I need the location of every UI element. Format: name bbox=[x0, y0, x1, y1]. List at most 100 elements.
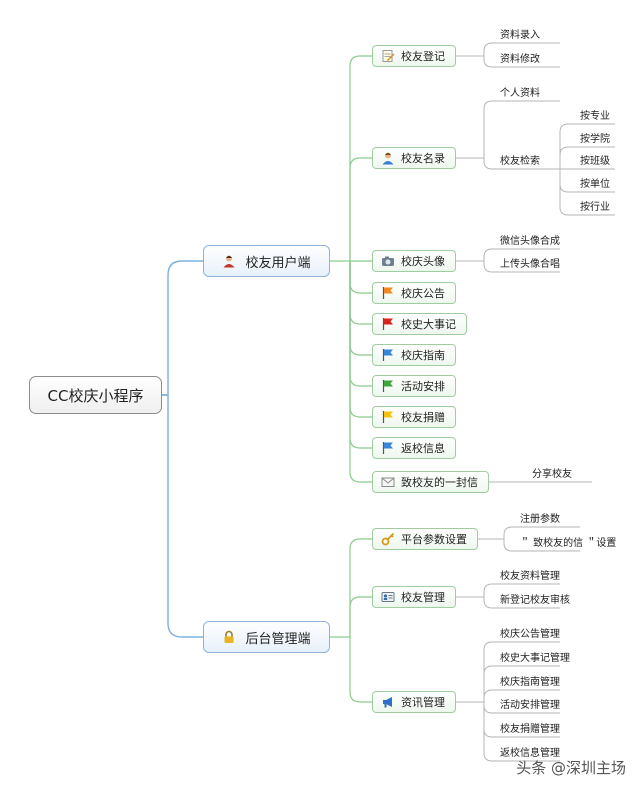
leaf-item[interactable]: 按单位 bbox=[580, 179, 610, 190]
topic-connector bbox=[349, 538, 372, 637]
leaf-connector bbox=[483, 583, 560, 597]
topic-alumni-management[interactable]: 校友管理 bbox=[372, 586, 456, 608]
topic-connector bbox=[349, 596, 372, 637]
note-icon bbox=[381, 49, 395, 63]
leaf-item[interactable]: ＂ 致校友的信 ＂设置 bbox=[520, 538, 617, 549]
topic-news-management[interactable]: 资讯管理 bbox=[372, 691, 456, 713]
leaf-item[interactable]: 注册参数 bbox=[520, 514, 560, 525]
leaf-item[interactable]: 校友捐赠管理 bbox=[500, 724, 560, 735]
leaf-item[interactable]: 校史大事记管理 bbox=[500, 653, 570, 664]
leaf-connector bbox=[559, 123, 615, 169]
leaf-item[interactable]: 按班级 bbox=[580, 156, 610, 167]
leaf-item[interactable]: 校友资料管理 bbox=[500, 571, 560, 582]
topic-school-history[interactable]: 校史大事记 bbox=[372, 313, 467, 335]
leaf-connector bbox=[483, 597, 560, 609]
envelope-icon bbox=[381, 475, 395, 489]
leaf-connector bbox=[483, 42, 560, 56]
key-icon bbox=[381, 532, 395, 546]
flag-green-icon bbox=[381, 379, 395, 393]
topic-alumni-donation[interactable]: 校友捐赠 bbox=[372, 406, 456, 428]
topic-label: 校史大事记 bbox=[401, 318, 456, 331]
leaf-connector bbox=[483, 158, 560, 170]
megaphone-icon bbox=[381, 695, 395, 709]
leaf-item[interactable]: 校庆公告管理 bbox=[500, 629, 560, 640]
leaf-item[interactable]: 微信头像合成 bbox=[500, 236, 560, 247]
flag-blue-icon bbox=[381, 441, 395, 455]
leaf-item[interactable]: 按学院 bbox=[580, 134, 610, 145]
leaf-item[interactable]: 返校信息管理 bbox=[500, 748, 560, 759]
flag-red-icon bbox=[381, 317, 395, 331]
lock-icon bbox=[222, 630, 236, 644]
topic-connector bbox=[349, 261, 372, 483]
leaf-connector bbox=[483, 641, 560, 702]
topic-connector bbox=[349, 157, 372, 261]
leaf-item[interactable]: 按专业 bbox=[580, 111, 610, 122]
topic-connector bbox=[349, 261, 372, 294]
watermark: 头条 @深圳主场 bbox=[516, 759, 626, 777]
topic-event-schedule[interactable]: 活动安排 bbox=[372, 375, 456, 397]
branch-label: 校友用户端 bbox=[245, 255, 311, 271]
leaf-connector bbox=[483, 56, 560, 68]
leaf-item[interactable]: 按行业 bbox=[580, 202, 610, 213]
leaf-item[interactable]: 新登记校友审核 bbox=[500, 595, 570, 606]
id-card-icon bbox=[381, 590, 395, 604]
branch-admin-backend[interactable]: 后台管理端 bbox=[203, 621, 330, 653]
topic-connector bbox=[349, 637, 372, 703]
branch-connector bbox=[162, 260, 203, 396]
leaf-item[interactable]: 上传头像合唱 bbox=[500, 259, 560, 270]
topic-label: 校友捐赠 bbox=[401, 411, 445, 424]
topic-label: 致校友的一封信 bbox=[401, 476, 478, 489]
topic-connector bbox=[349, 261, 372, 418]
leaf-connector bbox=[483, 665, 560, 702]
topic-anniversary-avatar[interactable]: 校庆头像 bbox=[372, 250, 456, 272]
leaf-connector bbox=[559, 146, 615, 169]
flag-orange-icon bbox=[381, 286, 395, 300]
topic-label: 平台参数设置 bbox=[401, 533, 467, 546]
leaf-connector bbox=[483, 689, 560, 702]
user-icon bbox=[222, 254, 236, 268]
leaf-item[interactable]: 个人资料 bbox=[500, 88, 540, 99]
root-node[interactable]: CC校庆小程序 bbox=[29, 376, 162, 414]
topic-letter-to-alumni[interactable]: 致校友的一封信 bbox=[372, 471, 489, 493]
leaf-item[interactable]: 校友检索 bbox=[500, 156, 540, 167]
topic-label: 校友登记 bbox=[401, 50, 445, 63]
leaf-connector bbox=[503, 526, 580, 539]
topic-return-info[interactable]: 返校信息 bbox=[372, 437, 456, 459]
topic-label: 校友管理 bbox=[401, 591, 445, 604]
topic-anniversary-notice[interactable]: 校庆公告 bbox=[372, 282, 456, 304]
leaf-item[interactable]: 分享校友 bbox=[532, 469, 572, 480]
root-label: CC校庆小程序 bbox=[47, 386, 144, 405]
camera-icon bbox=[381, 254, 395, 268]
topic-alumni-register[interactable]: 校友登记 bbox=[372, 45, 456, 67]
leaf-item[interactable]: 资料修改 bbox=[500, 54, 540, 65]
leaf-item[interactable]: 资料录入 bbox=[500, 30, 540, 41]
leaf-connector bbox=[483, 248, 560, 261]
topic-label: 返校信息 bbox=[401, 442, 445, 455]
topic-label: 活动安排 bbox=[401, 380, 445, 393]
branch-user-client[interactable]: 校友用户端 bbox=[203, 245, 330, 277]
leaf-item[interactable]: 校庆指南管理 bbox=[500, 677, 560, 688]
leaf-connector bbox=[483, 261, 560, 273]
leaf-item[interactable]: 活动安排管理 bbox=[500, 700, 560, 711]
flag-blue-icon bbox=[381, 348, 395, 362]
topic-anniversary-guide[interactable]: 校庆指南 bbox=[372, 344, 456, 366]
branch-label: 后台管理端 bbox=[245, 631, 311, 647]
leaf-connector bbox=[559, 169, 615, 216]
topic-label: 校庆指南 bbox=[401, 349, 445, 362]
topic-connector bbox=[349, 261, 372, 356]
leaf-connector bbox=[503, 539, 580, 552]
leaf-connector bbox=[483, 702, 560, 762]
topic-connector bbox=[349, 55, 372, 261]
topic-label: 校庆头像 bbox=[401, 255, 445, 268]
branch-connector bbox=[162, 394, 203, 638]
leaf-connector bbox=[483, 100, 560, 158]
topic-label: 校庆公告 bbox=[401, 287, 445, 300]
topic-label: 校友名录 bbox=[401, 152, 445, 165]
topic-label: 资讯管理 bbox=[401, 696, 445, 709]
topic-alumni-directory[interactable]: 校友名录 bbox=[372, 147, 456, 169]
flag-yellow-icon bbox=[381, 410, 395, 424]
person-icon bbox=[381, 151, 395, 165]
topic-platform-settings[interactable]: 平台参数设置 bbox=[372, 528, 478, 550]
